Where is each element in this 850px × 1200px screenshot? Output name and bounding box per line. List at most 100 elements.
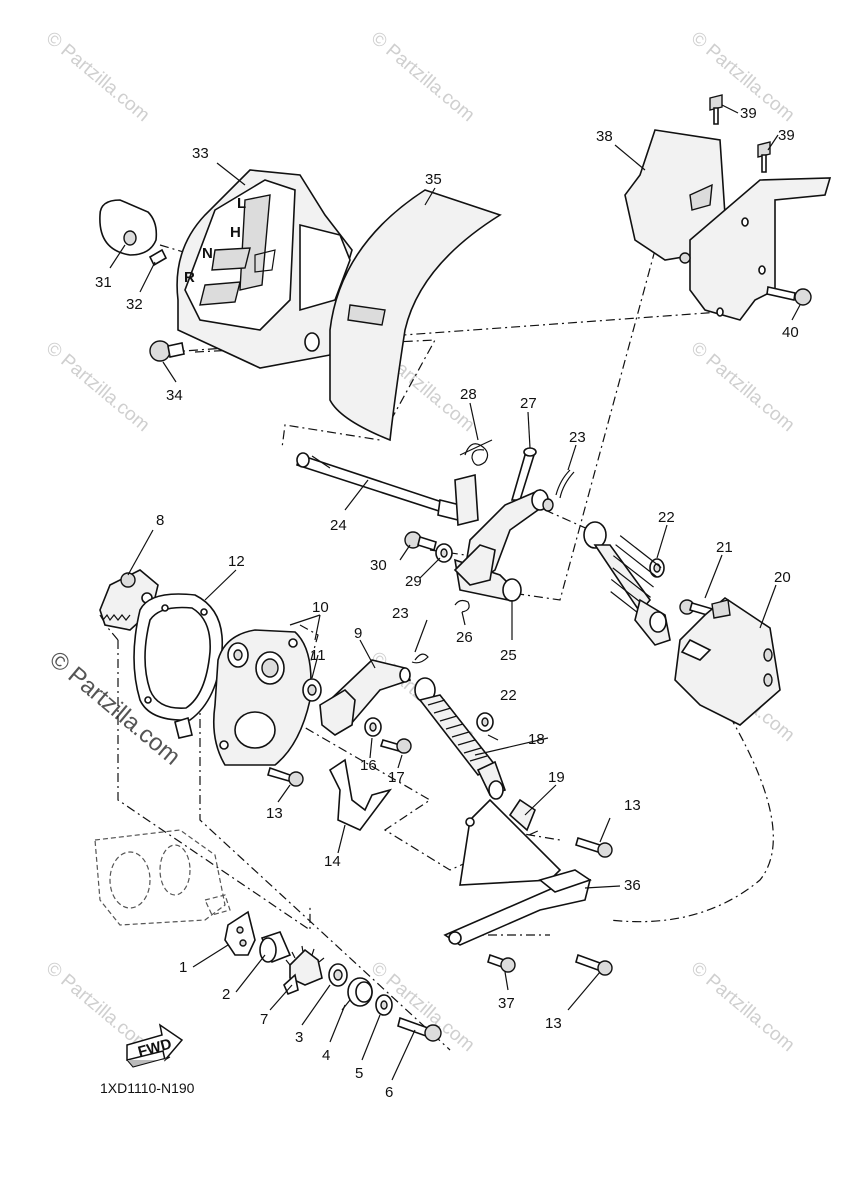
cable-clip <box>328 758 393 831</box>
washer-16 <box>364 717 382 737</box>
callout-39: 39 <box>778 127 795 144</box>
gate-letter-h: H <box>230 224 241 241</box>
gate-letter-l: L <box>237 195 246 212</box>
shift-lever <box>319 659 412 736</box>
bolt-13 <box>575 836 613 858</box>
washer-22-lower <box>476 712 494 732</box>
callout-22: 22 <box>658 509 675 526</box>
gear-cover <box>212 629 312 766</box>
watermark: © Partzilla.com <box>687 958 799 1056</box>
callout-13: 13 <box>266 805 283 822</box>
callout-9: 9 <box>354 625 362 642</box>
clip-19 <box>508 798 536 832</box>
cotter-clip <box>411 653 429 664</box>
callout-30: 30 <box>370 557 387 574</box>
callout-16: 16 <box>360 757 377 774</box>
bolt-6 <box>397 1016 442 1042</box>
callout-27: 27 <box>520 395 537 412</box>
callout-29: 29 <box>405 573 422 590</box>
collar <box>259 931 292 964</box>
callout-11: 11 <box>310 647 326 664</box>
bracket-bolt <box>757 141 771 173</box>
pivot-pin <box>510 447 537 501</box>
callout-37: 37 <box>498 995 515 1012</box>
diagram-code: 1XD1110-N190 <box>100 1080 195 1096</box>
callout-39: 39 <box>740 105 757 122</box>
callout-7: 7 <box>260 1011 268 1028</box>
return-spring <box>459 439 493 466</box>
washer-3 <box>328 963 348 987</box>
gate-letter-r: R <box>184 269 195 286</box>
bolt-13 <box>267 766 304 787</box>
callout-31: 31 <box>95 274 112 291</box>
callout-34: 34 <box>166 387 183 404</box>
watermark: © Partzilla.com <box>687 338 799 436</box>
callout-23: 23 <box>392 605 409 622</box>
gasket <box>133 593 224 721</box>
callout-25: 25 <box>500 647 517 664</box>
bracket-bolt <box>709 94 723 125</box>
lower-stay <box>443 798 592 946</box>
callout-labels: 1 2 7 3 4 5 6 8 9 10 11 12 13 13 13 14 1… <box>95 105 799 1101</box>
shift-rod <box>296 452 461 521</box>
callout-10: 10 <box>312 599 329 616</box>
damper-bracket <box>674 596 781 726</box>
callout-20: 20 <box>774 569 791 586</box>
callout-4: 4 <box>322 1047 330 1064</box>
bolt-30 <box>404 531 437 552</box>
callout-5: 5 <box>355 1065 363 1082</box>
callout-28: 28 <box>460 386 477 403</box>
callout-33: 33 <box>192 145 209 162</box>
damper-lower <box>414 677 507 800</box>
callout-17: 17 <box>388 769 405 786</box>
panel-sheet <box>329 189 502 442</box>
callout-40: 40 <box>782 324 799 341</box>
callout-leaders <box>109 104 801 1081</box>
bracket-bolt-40 <box>766 286 812 306</box>
torsion-spring <box>341 977 373 1011</box>
cotter-clip <box>555 469 575 499</box>
dowel <box>174 716 193 739</box>
washer-29 <box>435 543 453 563</box>
callout-23: 23 <box>569 429 586 446</box>
callout-8: 8 <box>156 512 164 529</box>
watermark: © Partzilla.com <box>367 28 479 126</box>
washer-22 <box>649 558 665 578</box>
bolt-17 <box>379 738 412 754</box>
callout-35: 35 <box>425 171 442 188</box>
callout-3: 3 <box>295 1029 303 1046</box>
damper-upper <box>583 521 671 646</box>
watermark: © Partzilla.com <box>42 28 154 126</box>
shift-gate-cover: L H N R <box>176 169 353 369</box>
shift-drum-ghost <box>94 829 231 926</box>
callout-13: 13 <box>624 797 641 814</box>
knob-screw <box>148 248 168 267</box>
callout-13: 13 <box>545 1015 562 1032</box>
callout-24: 24 <box>330 517 347 534</box>
callout-38: 38 <box>596 128 613 145</box>
callout-19: 19 <box>548 769 565 786</box>
shift-arm-assembly <box>453 473 554 602</box>
callout-26: 26 <box>456 629 473 646</box>
callout-18: 18 <box>528 731 545 748</box>
washer-5 <box>375 994 393 1016</box>
fwd-arrow-icon: FWD <box>126 1023 184 1068</box>
callout-14: 14 <box>324 853 341 870</box>
stopper-plate <box>224 910 256 956</box>
callout-1: 1 <box>179 959 187 976</box>
mount-bracket <box>624 129 832 321</box>
callout-6: 6 <box>385 1084 393 1101</box>
callout-22: 22 <box>500 687 517 704</box>
callout-21: 21 <box>716 539 733 556</box>
callout-12: 12 <box>228 553 245 570</box>
clip-26 <box>454 599 470 613</box>
bolt-37 <box>487 953 516 973</box>
callout-2: 2 <box>222 986 230 1003</box>
bolt-13 <box>575 953 613 976</box>
watermark: © Partzilla.com <box>42 958 154 1056</box>
watermark: © Partzilla.com <box>42 338 154 436</box>
shift-knob <box>99 199 158 256</box>
oil-seal <box>302 678 322 702</box>
callout-32: 32 <box>126 296 143 313</box>
